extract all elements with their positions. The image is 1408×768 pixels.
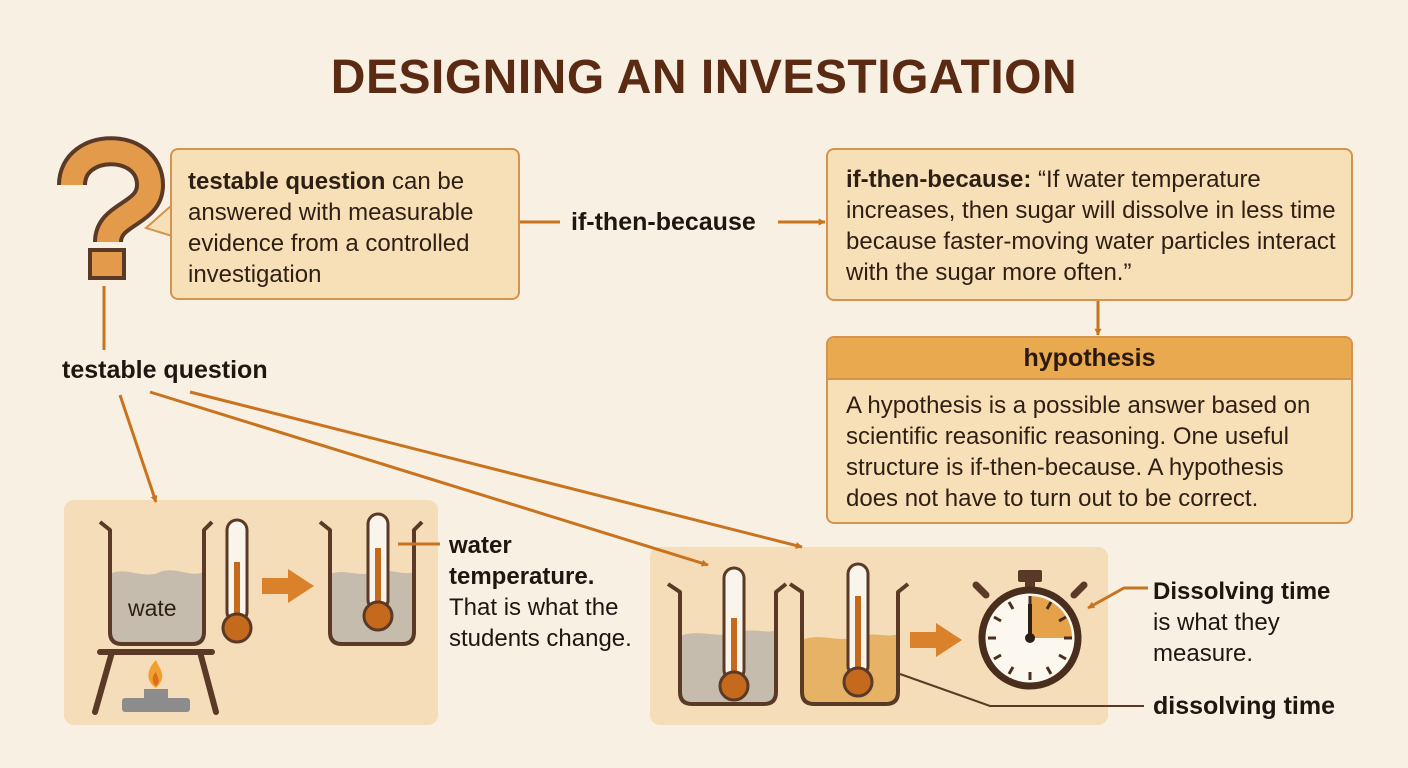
dissolving-time-description: is what they measure. — [1153, 609, 1280, 667]
stopwatch-icon — [972, 570, 1088, 690]
dissolving-time-term: Dissolving time — [1153, 578, 1331, 605]
connector-label: if-then-because — [571, 208, 756, 236]
testable-question-box: testable question can be answered with m… — [170, 148, 520, 300]
water-temperature-note: water temperature. That is what the stud… — [449, 530, 649, 654]
thermometer-icon — [842, 562, 874, 698]
dissolving-time-note: Dissolving time is what they measure. — [1153, 576, 1353, 669]
burner-icon — [122, 660, 190, 712]
bubble-pointer — [144, 204, 173, 237]
water-temperature-term: water temperature. — [449, 532, 595, 590]
testable-question-definition: can be answered with measurable evidence… — [188, 168, 474, 288]
hypothesis-definition: A hypothesis is a possible answer based … — [846, 392, 1311, 512]
testable-question-text: testable question can be answered with m… — [188, 166, 504, 290]
hypothesis-box: hypothesis A hypothesis is a possible an… — [826, 336, 1353, 524]
if-then-because-text: if-then-because: “If water temperature i… — [846, 164, 1339, 288]
testable-question-label: testable question — [62, 356, 268, 384]
if-then-because-example: “If water temperature increases, then su… — [846, 166, 1336, 286]
beaker-label: wate — [128, 595, 177, 621]
if-then-because-box: if-then-because: “If water temperature i… — [826, 148, 1353, 301]
arrow-question-to-beaker-a — [149, 390, 709, 567]
dissolving-time-pointer — [1087, 586, 1148, 610]
question-mark-icon — [57, 136, 166, 280]
dissolving-label-pointer — [899, 673, 1144, 707]
hypothesis-heading: hypothesis — [828, 338, 1351, 380]
if-then-because-term: if-then-because: — [846, 166, 1032, 193]
thermometer-icon — [221, 518, 253, 644]
arrow-question-to-heating — [118, 394, 158, 503]
arrow-right-icon — [262, 569, 314, 603]
page-title: DESIGNING AN INVESTIGATION — [330, 51, 1078, 104]
beaker-icon — [98, 520, 214, 646]
dissolving-time-label: dissolving time — [1153, 692, 1335, 720]
arrow-right-icon — [910, 623, 962, 657]
testable-question-term: testable question — [188, 168, 386, 195]
arrow-question-to-beaker-b — [189, 390, 803, 549]
burner-stand-icon — [92, 649, 219, 715]
thermometer-icon — [718, 566, 750, 702]
water-temperature-description: That is what the students change. — [449, 594, 632, 652]
thermometer-icon — [362, 512, 394, 632]
